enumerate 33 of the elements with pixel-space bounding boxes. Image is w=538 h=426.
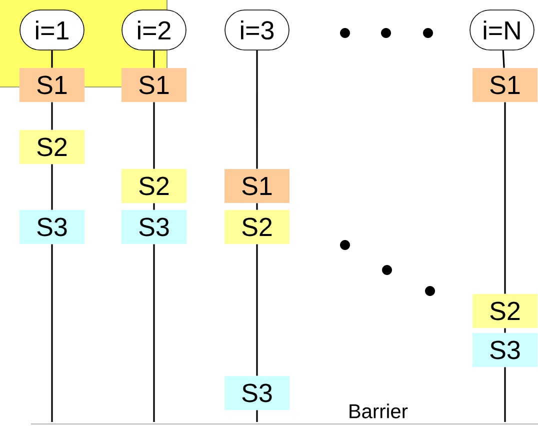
thread-line [51,50,53,68]
step-box: S1 [224,169,290,203]
step-box: S2 [472,294,538,328]
thread-line [256,244,258,376]
thread-line [153,244,155,422]
step-box: S1 [20,68,84,102]
thread-line [504,367,506,422]
step-box: S3 [224,376,290,410]
thread-line [502,50,505,68]
thread-line [256,203,258,210]
thread-label: i=2 [122,10,186,50]
step-box: S3 [472,333,538,367]
thread-label: i=1 [20,10,84,50]
thread-line [51,102,53,130]
thread-line [504,328,506,333]
step-box: S2 [122,169,186,203]
step-box: S2 [20,130,84,164]
thread-line [153,50,155,68]
thread-line [153,203,155,210]
step-box: S2 [224,210,290,244]
thread-line [51,244,53,422]
thread-label: i=3 [224,10,290,50]
step-box: S3 [122,210,186,244]
step-box: S3 [20,210,84,244]
thread-line [504,102,506,294]
step-box: S1 [472,68,538,102]
step-box: S1 [122,68,186,102]
thread-line [153,102,155,169]
thread-line [256,410,258,422]
thread-label: i=N [470,10,534,50]
thread-line [256,50,258,169]
thread-line [51,164,53,210]
barrier-label: Barrier [350,404,408,418]
